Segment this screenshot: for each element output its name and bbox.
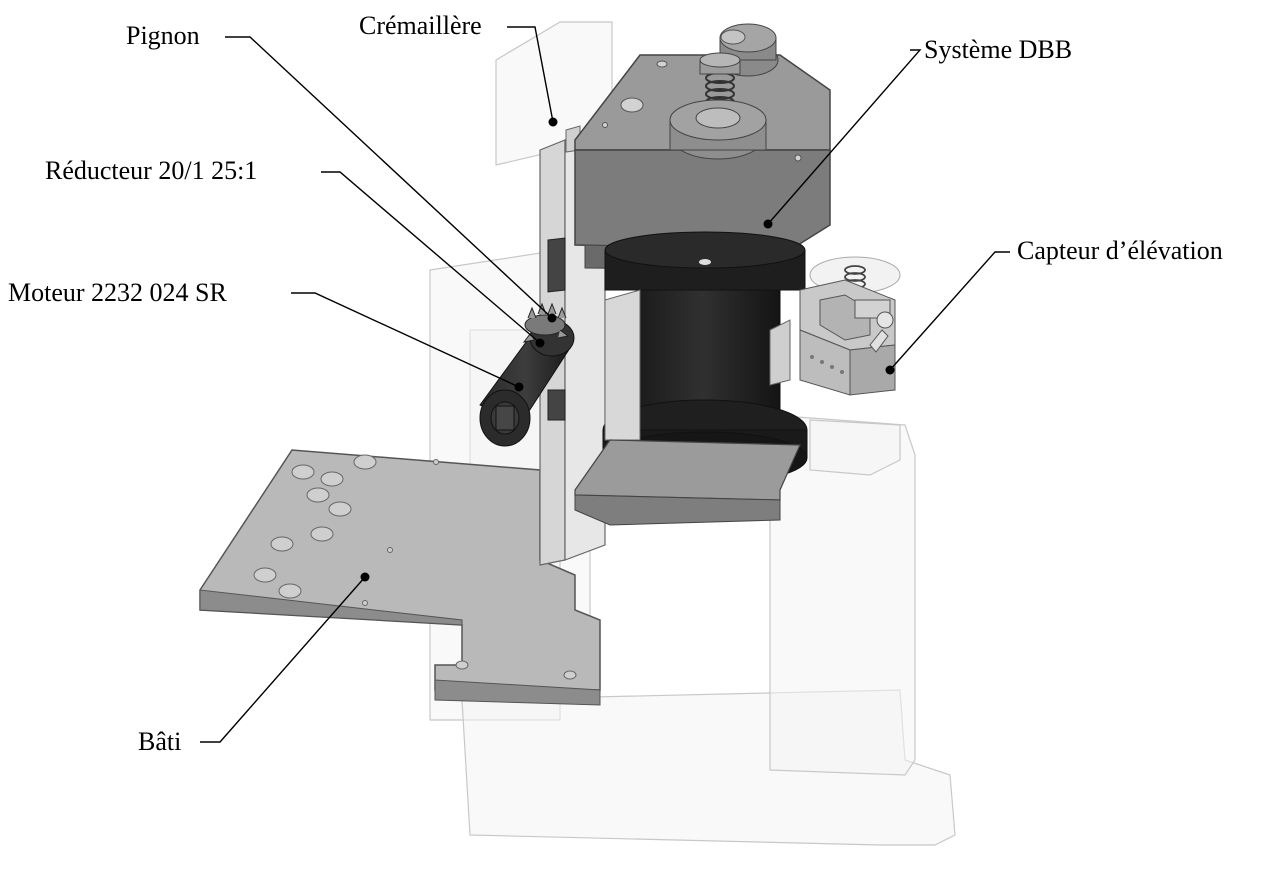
label-systeme-dbb: Système DBB [924,35,1073,64]
label-moteur: Moteur 2232 024 SR [8,278,227,307]
label-reducteur: Réducteur 20/1 25:1 [45,156,258,185]
label-cremaillere: Crémaillère [359,11,482,40]
label-bati: Bâti [138,727,182,756]
label-pignon: Pignon [126,21,200,50]
leader-lines [200,26,1010,743]
elevation-sensor [799,256,901,396]
dbb-lower-flange [574,439,801,526]
label-capteur: Capteur d’élévation [1017,236,1223,265]
pinion [522,302,570,343]
leader-dots [360,117,895,582]
